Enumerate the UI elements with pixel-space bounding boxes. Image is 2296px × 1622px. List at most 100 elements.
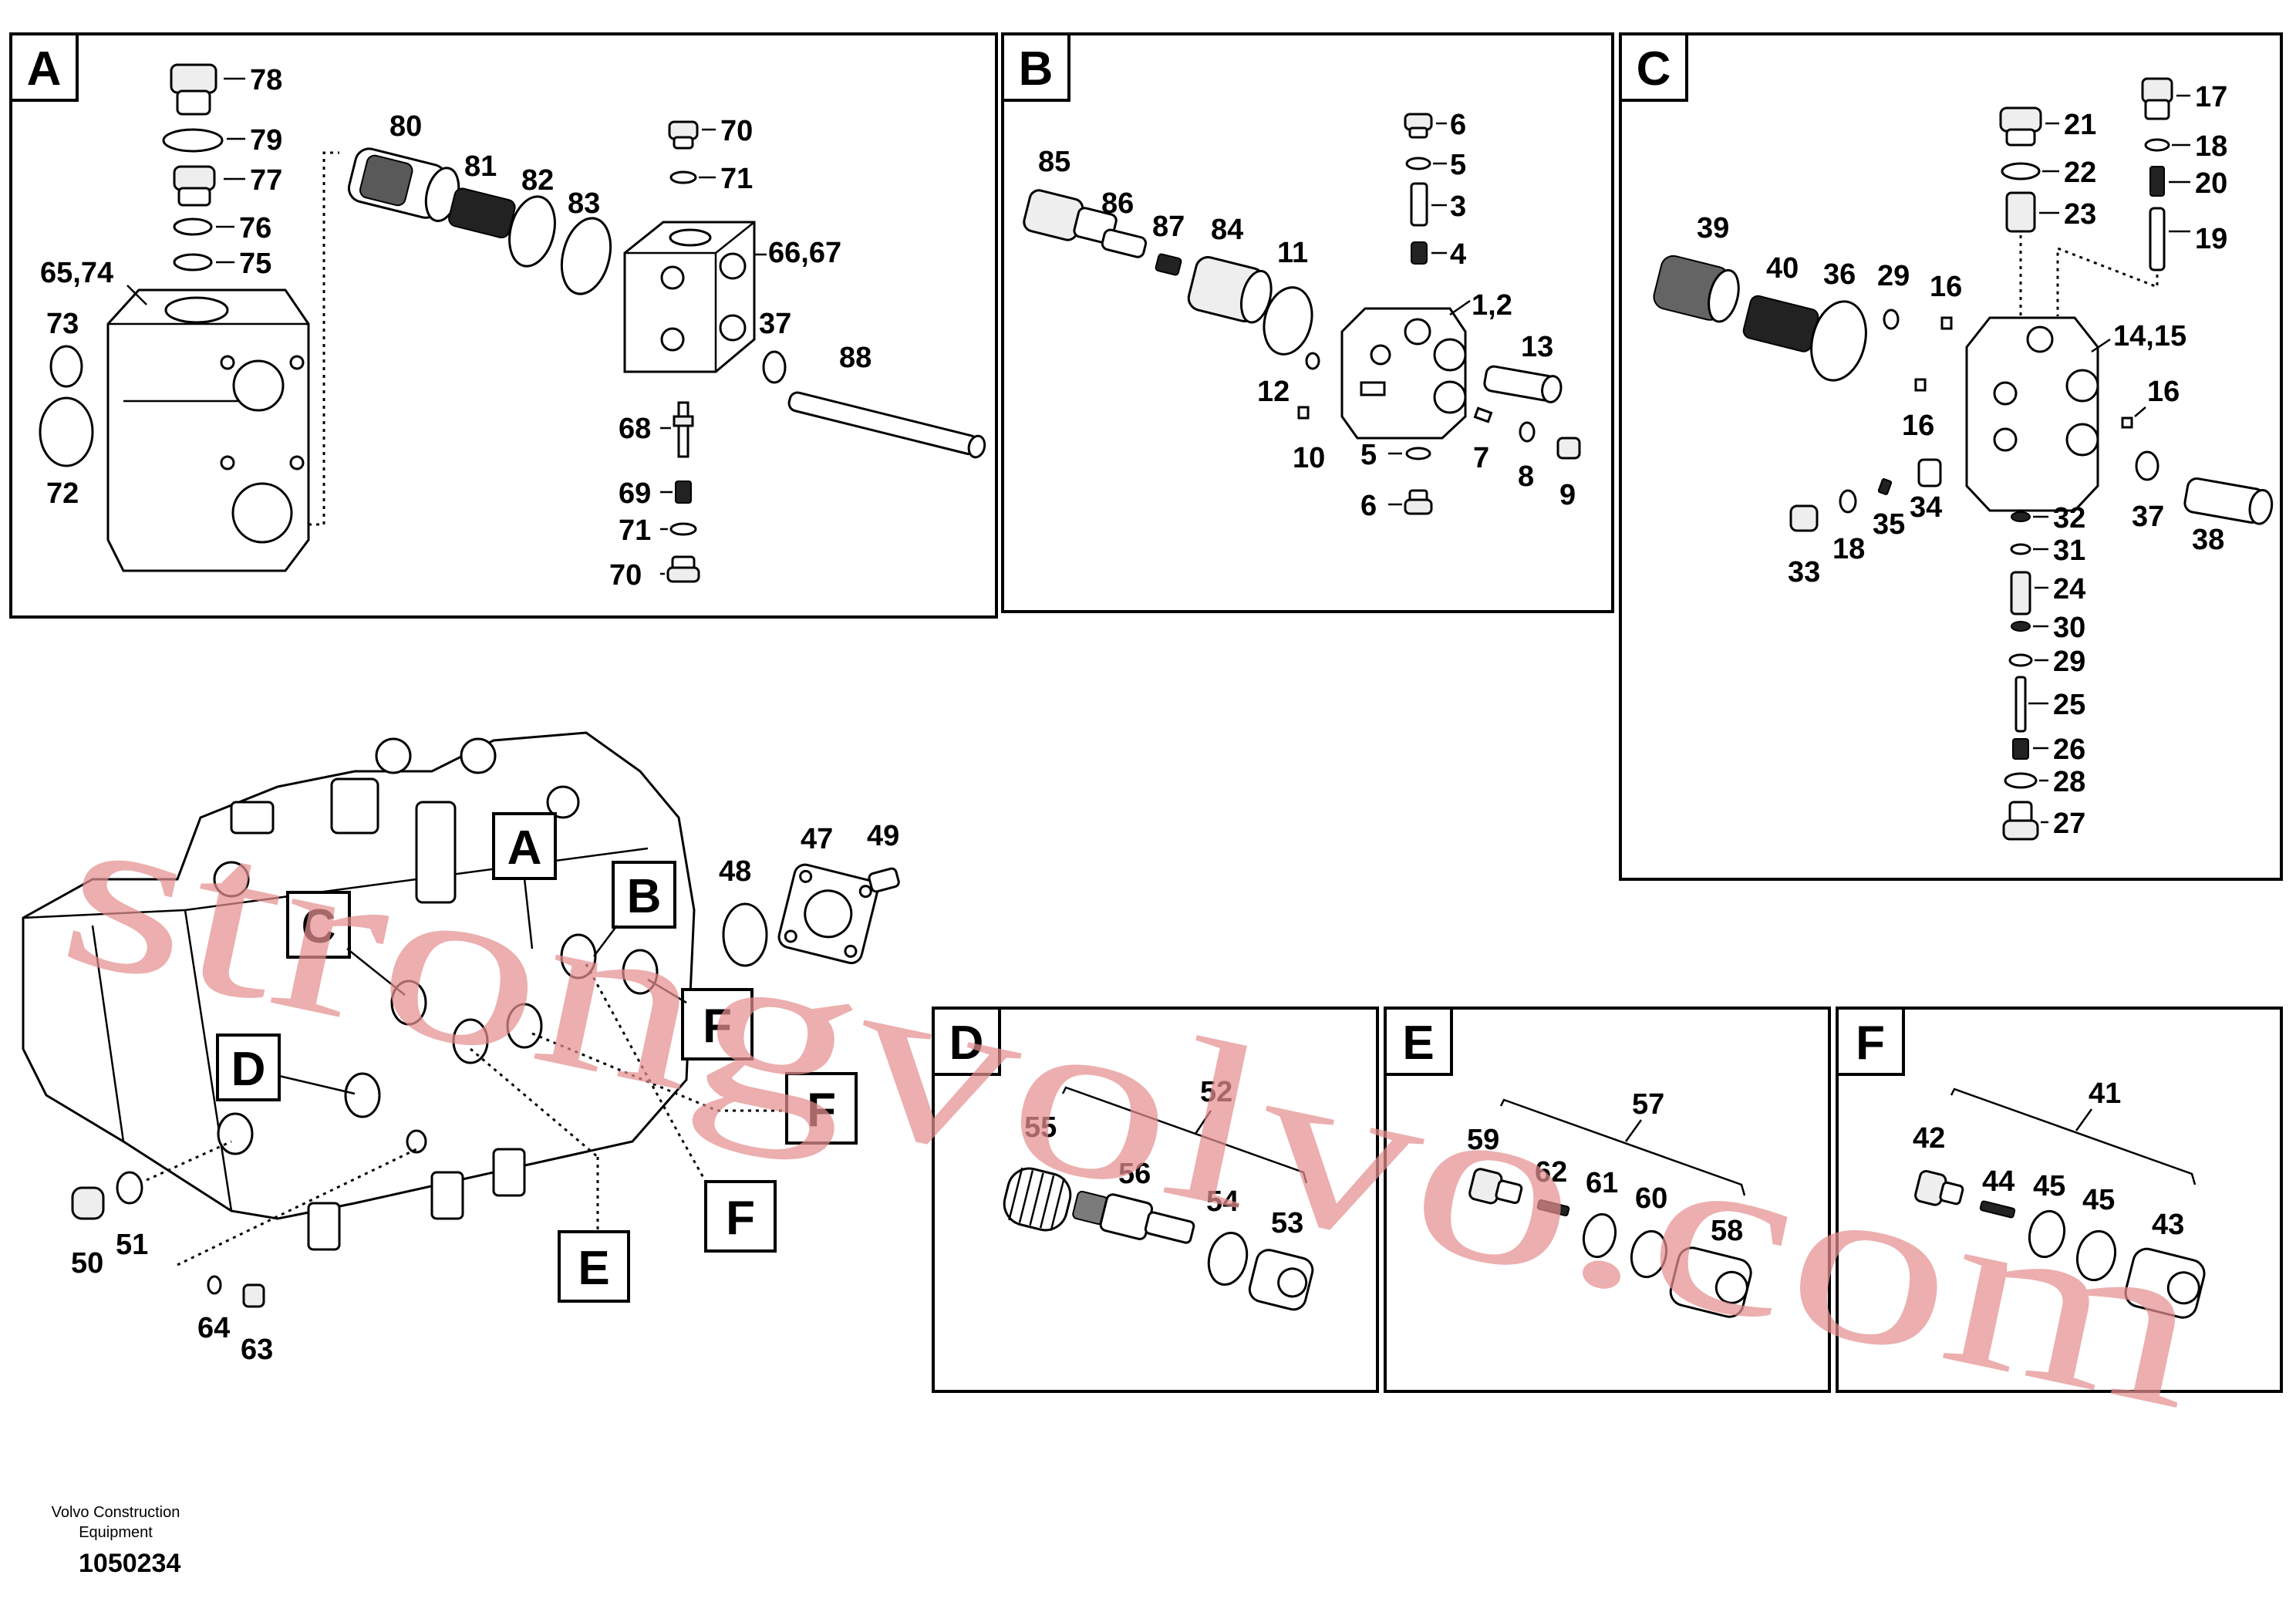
callout-64: 64 bbox=[197, 1312, 230, 1344]
housing-port-1 bbox=[232, 359, 285, 412]
callout-55: 55 bbox=[1024, 1111, 1057, 1144]
face-port-d bbox=[344, 1072, 381, 1118]
callout-70-top: 70 bbox=[720, 115, 753, 147]
panel-a: A 78 79 77 76 75 65,74 bbox=[9, 32, 998, 619]
callout-81: 81 bbox=[464, 150, 497, 183]
callout-40: 40 bbox=[1766, 252, 1799, 285]
plug-17 bbox=[2141, 77, 2173, 103]
callout-3: 3 bbox=[1450, 191, 1466, 223]
callout-8: 8 bbox=[1518, 460, 1534, 493]
callout-68: 68 bbox=[619, 413, 651, 445]
o-ring-45-b bbox=[2075, 1229, 2117, 1282]
callout-87: 87 bbox=[1152, 211, 1185, 243]
section-tag-c-box bbox=[286, 891, 351, 959]
callout-29-a: 29 bbox=[1877, 260, 1910, 292]
o-ring-64 bbox=[207, 1275, 222, 1295]
o-ring-5-bottom bbox=[1405, 447, 1431, 460]
panel-d-tag-box bbox=[932, 1007, 1001, 1076]
body-1-2-port-top bbox=[1404, 318, 1431, 346]
callout-82: 82 bbox=[521, 164, 554, 197]
plug-59 bbox=[1468, 1168, 1523, 1205]
callout-43: 43 bbox=[2152, 1209, 2184, 1241]
callout-1-2: 1,2 bbox=[1472, 289, 1512, 322]
o-ring-29-c bbox=[2008, 653, 2033, 667]
callout-11: 11 bbox=[1277, 237, 1308, 269]
housing-bolt-hole-2 bbox=[289, 355, 305, 370]
body-1-2-port-3 bbox=[1370, 344, 1391, 366]
o-ring-75 bbox=[173, 253, 213, 271]
section-tag-f2-box bbox=[785, 1072, 858, 1145]
panel-e-tag: E bbox=[1402, 1017, 1434, 1070]
pin-35 bbox=[1877, 478, 1893, 495]
o-ring-79 bbox=[162, 128, 224, 153]
spool-56 bbox=[1072, 1190, 1195, 1244]
sleeve-84 bbox=[1187, 256, 1273, 324]
o-ring-45-a bbox=[2028, 1209, 2066, 1259]
o-ring-22 bbox=[2001, 162, 2041, 180]
callout-45-b: 45 bbox=[2082, 1184, 2115, 1216]
callout-48: 48 bbox=[719, 855, 751, 888]
plug-17-body bbox=[2144, 99, 2170, 120]
callout-12: 12 bbox=[1257, 376, 1290, 408]
callout-16-b: 16 bbox=[1902, 410, 1934, 442]
plug-43 bbox=[2124, 1247, 2206, 1319]
callout-59: 59 bbox=[1467, 1124, 1499, 1156]
section-tag-f3: F bbox=[726, 1192, 755, 1245]
panel-e: E 57 59 62 61 60 58 bbox=[1384, 1007, 1831, 1393]
gasket-47 bbox=[777, 863, 878, 965]
callout-25: 25 bbox=[2053, 689, 2085, 721]
panel-f-tag-box bbox=[1836, 1007, 1905, 1076]
callout-26: 26 bbox=[2053, 733, 2085, 766]
callout-69: 69 bbox=[619, 477, 651, 510]
pin-7 bbox=[1473, 406, 1493, 423]
callout-16-c: 16 bbox=[2147, 376, 2180, 408]
panel-e-frame bbox=[1384, 1007, 1831, 1393]
bottom-fitting-3 bbox=[492, 1148, 526, 1197]
body-1-2-port-1 bbox=[1433, 338, 1467, 372]
callout-73: 73 bbox=[46, 308, 79, 340]
callout-44: 44 bbox=[1982, 1165, 2014, 1198]
footer-company: Volvo Construction Equipment bbox=[51, 1504, 180, 1541]
callout-75: 75 bbox=[239, 248, 271, 280]
callout-62: 62 bbox=[1535, 1156, 1567, 1189]
body-1-2-port-2 bbox=[1433, 380, 1467, 414]
section-tag-c: C bbox=[302, 900, 336, 953]
panel-c: C 17 18 20 19 21 22 23 39 bbox=[1619, 32, 2283, 881]
plug-27-head bbox=[2002, 819, 2039, 841]
callout-33: 33 bbox=[1788, 556, 1820, 588]
housing-bolt-hole-1 bbox=[220, 355, 235, 370]
body-14-15-port-1 bbox=[2065, 369, 2099, 403]
callout-36: 36 bbox=[1823, 258, 1856, 291]
callout-63: 63 bbox=[241, 1334, 273, 1366]
block-port-top bbox=[669, 228, 712, 247]
spring-26 bbox=[2012, 738, 2029, 760]
callout-27: 27 bbox=[2053, 808, 2085, 840]
callout-79: 79 bbox=[250, 124, 282, 157]
plug-6-top-body bbox=[1408, 126, 1428, 139]
spring-81 bbox=[448, 187, 516, 239]
callout-88: 88 bbox=[839, 342, 872, 374]
face-port-e bbox=[452, 1018, 489, 1064]
plug-70-bottom-head bbox=[666, 566, 700, 583]
side-port-64 bbox=[406, 1129, 427, 1154]
callout-24: 24 bbox=[2053, 573, 2085, 605]
valve-port-top-2 bbox=[460, 737, 497, 774]
section-tag-e: E bbox=[578, 1242, 609, 1295]
callout-20: 20 bbox=[2195, 167, 2227, 200]
o-ring-30 bbox=[2011, 621, 2031, 632]
pin-62 bbox=[1536, 1199, 1570, 1217]
spring-87 bbox=[1155, 253, 1182, 276]
callout-76: 76 bbox=[239, 212, 271, 244]
poppet-24 bbox=[2010, 571, 2031, 615]
panel-c-frame bbox=[1619, 32, 2283, 881]
valve-cap-3 bbox=[230, 801, 275, 835]
o-ring-60 bbox=[1630, 1229, 1668, 1279]
callout-14-15: 14,15 bbox=[2113, 320, 2186, 352]
o-ring-37-c bbox=[2135, 450, 2159, 481]
callout-53: 53 bbox=[1271, 1207, 1303, 1239]
body-1-2-slot bbox=[1360, 381, 1386, 396]
valve-port-top-1 bbox=[375, 737, 412, 774]
callout-85: 85 bbox=[1038, 146, 1070, 178]
callout-28: 28 bbox=[2053, 766, 2085, 798]
